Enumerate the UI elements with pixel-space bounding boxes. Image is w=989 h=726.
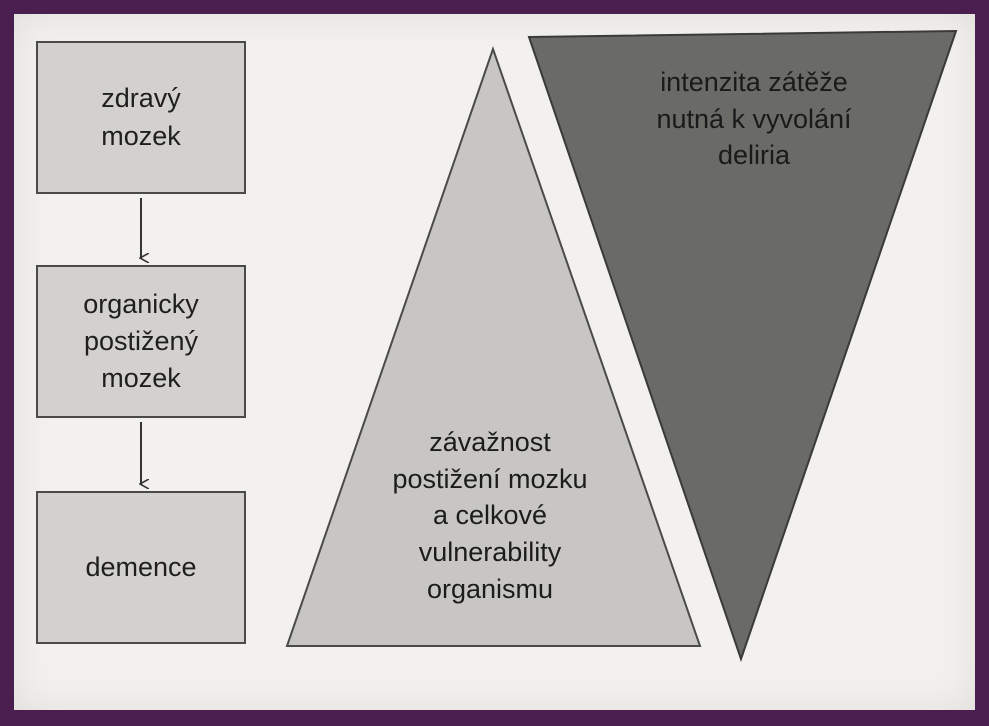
severity-triangle [285, 45, 702, 647]
box-dementia: demence [36, 491, 246, 644]
diagram-shapes [14, 29, 958, 663]
stress-intensity-triangle-label: intenzita zátěže nutná k vyvolání deliri… [656, 67, 852, 171]
box-healthy-brain-label: zdravý mozek [101, 83, 181, 151]
box-affected-brain-label: organicky postižený mozek [83, 288, 199, 394]
box-affected-brain: organicky postižený mozek [36, 265, 246, 418]
stress-intensity-triangle [527, 29, 958, 663]
box-dementia-label: demence [85, 551, 197, 582]
box-healthy-brain: zdravý mozek [36, 41, 246, 194]
severity-triangle-label: závažnost postižení mozku a celkové vuln… [392, 427, 588, 604]
diagram-page: zdravý mozek organicky postižený mozek d… [14, 14, 975, 710]
